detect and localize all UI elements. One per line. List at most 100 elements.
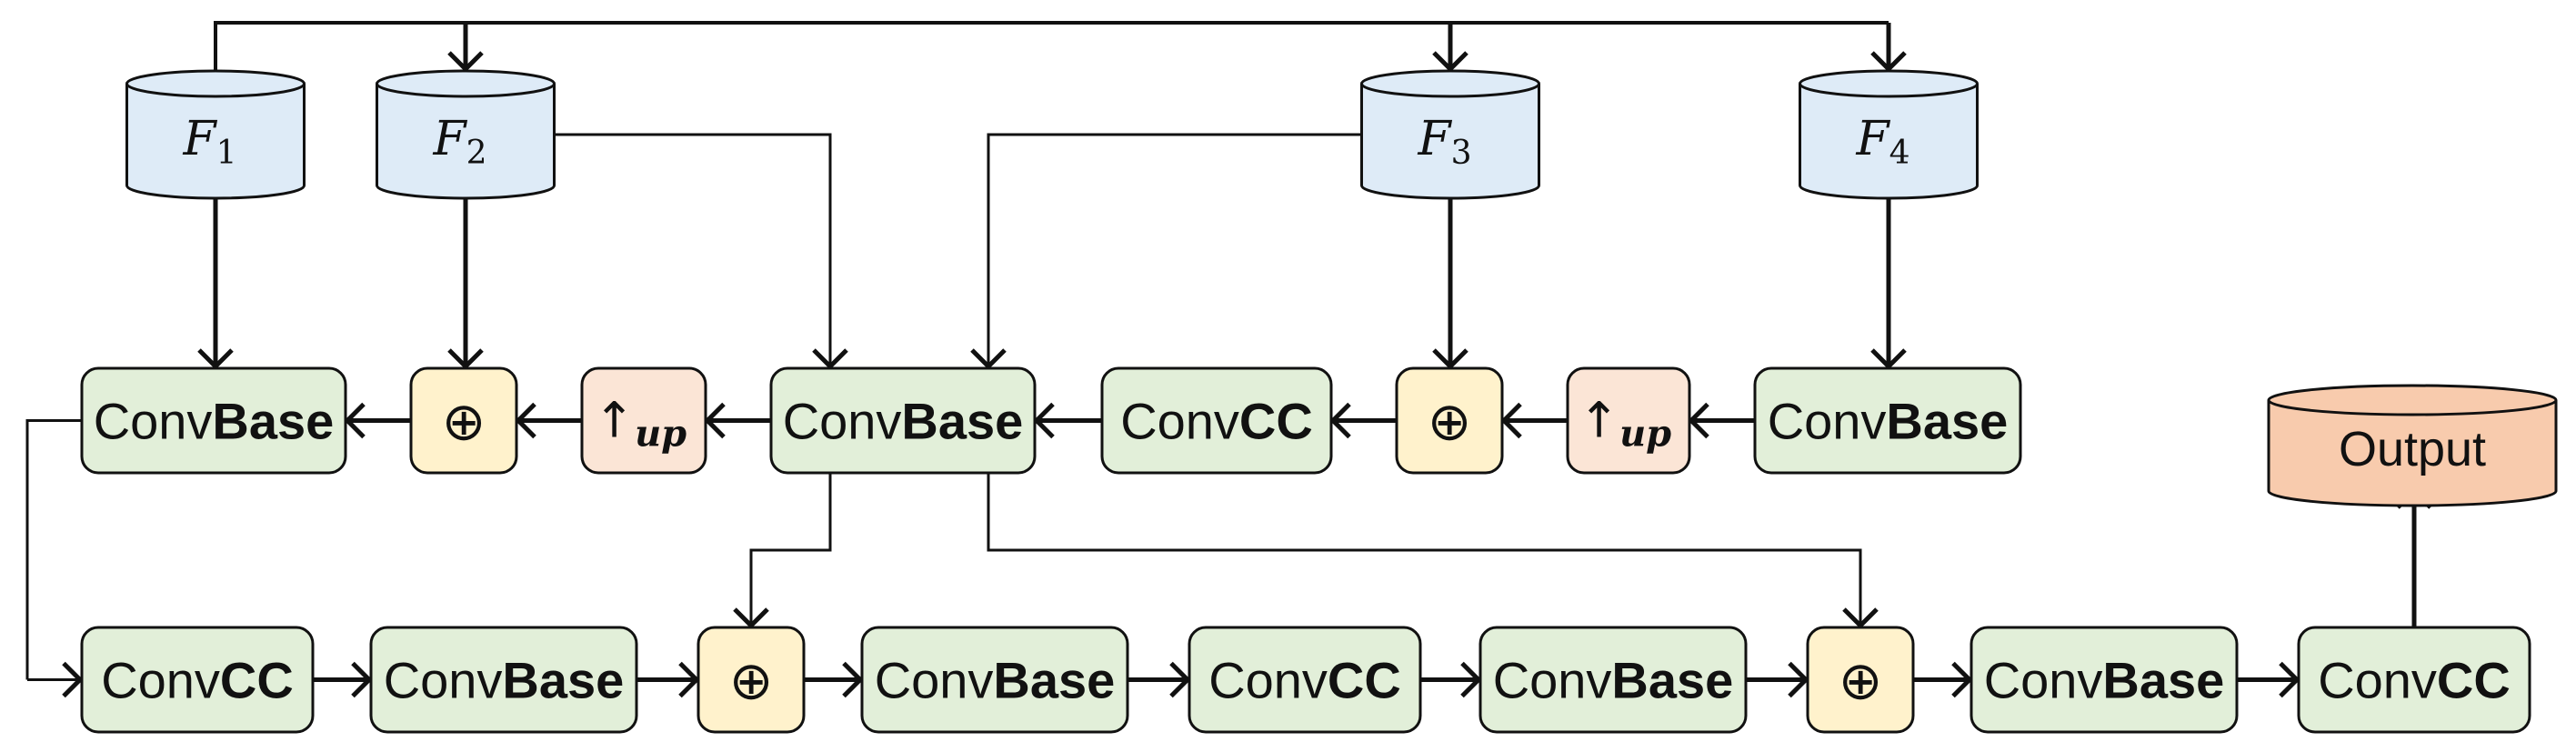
bottom-conv-base-7-label: ConvBase	[1984, 652, 2225, 709]
convbase-to-plus2-head	[1842, 607, 1879, 629]
feature-label: F1	[183, 112, 237, 172]
f2-to-plus-head	[447, 348, 484, 370]
up-subscript: up	[1619, 413, 1671, 456]
bottom-plus-6: ⊕	[1806, 626, 1915, 734]
top-conv-base-0-label: ConvBase	[94, 393, 335, 450]
top-flow-1-head	[344, 402, 366, 439]
conv-type: CC	[2437, 652, 2511, 709]
f2-to-convbase-mid	[554, 133, 832, 366]
bottom-conv-cc-4: ConvCC	[1188, 626, 1422, 734]
top-upsample-2-box	[580, 366, 707, 475]
output-node-top	[2267, 384, 2558, 416]
top-plus-5: ⊕	[1395, 366, 1504, 475]
upsample-label: ↑up	[1579, 392, 1671, 456]
f3-to-convbase-mid-head	[970, 348, 1007, 370]
conv-type: Base	[502, 652, 624, 709]
conv-prefix: Conv	[875, 652, 994, 709]
conv-prefix: Conv	[1493, 652, 1612, 709]
feature-f1-body	[125, 84, 306, 200]
feature-f2: F2	[376, 69, 556, 200]
top-flow-6-head	[1500, 402, 1522, 439]
feature-letter: F	[183, 112, 218, 166]
bottom-flow-5-head	[1788, 661, 1809, 698]
top-conv-base-3-label: ConvBase	[783, 393, 1024, 450]
bottom-conv-base-5-box	[1478, 626, 1748, 734]
feature-f3-body	[1360, 84, 1540, 200]
top-conv-base-3-box	[769, 366, 1037, 475]
top-conv-cc-4-label: ConvCC	[1120, 393, 1313, 450]
top-upsample-6: ↑up	[1566, 366, 1691, 475]
bottom-conv-base-1-box	[369, 626, 638, 734]
conv-type: Base	[901, 393, 1023, 450]
f1-to-convbase-head	[197, 348, 234, 370]
up-arrow-icon: ↑	[594, 392, 635, 449]
bottom-conv-base-1-label: ConvBase	[384, 652, 625, 709]
f3-to-plus-head	[1432, 348, 1468, 370]
bus-to-f2-head	[447, 51, 484, 73]
feature-subscript: 1	[216, 135, 237, 172]
top-conv-base-0: ConvBase	[80, 366, 347, 475]
bottom-flow-3-head	[1169, 661, 1191, 698]
plus-symbol: ⊕	[442, 391, 486, 453]
bottom-conv-base-5-label: ConvBase	[1493, 652, 1734, 709]
feature-label: F3	[1418, 112, 1472, 172]
conv-type: CC	[1239, 393, 1313, 450]
conv-prefix: Conv	[101, 652, 220, 709]
left-loop	[25, 419, 82, 680]
bottom-flow-1-head	[678, 661, 700, 698]
convbase-to-plus2	[987, 473, 1862, 626]
bottom-conv-base-3-label: ConvBase	[875, 652, 1116, 709]
up-subscript: up	[635, 413, 687, 456]
feature-f1: F1	[125, 69, 306, 200]
feature-f2-top	[376, 69, 556, 98]
top-flow-3-head	[704, 402, 726, 439]
bottom-flow-7-head	[2279, 661, 2300, 698]
f3-to-convbase-mid	[987, 133, 1362, 366]
bottom-conv-cc-8-box	[2297, 626, 2531, 734]
f4-to-convbase-head	[1870, 348, 1907, 370]
bottom-conv-base-1: ConvBase	[369, 626, 638, 734]
feature-subscript: 4	[1889, 135, 1910, 172]
output-label: Output	[2339, 422, 2486, 476]
left-loop-in-head	[62, 661, 84, 698]
conv-prefix: Conv	[384, 652, 503, 709]
conv-type: CC	[1328, 652, 1401, 709]
output-node-body	[2267, 400, 2558, 507]
up-arrow-icon: ↑	[1579, 392, 1619, 449]
top-upsample-2: ↑up	[580, 366, 707, 475]
top-conv-base-0-box	[80, 366, 347, 475]
feature-f2-body	[376, 84, 556, 200]
plus-symbol: ⊕	[1839, 650, 1883, 712]
conv-prefix: Conv	[1984, 652, 2103, 709]
f2-to-convbase-mid-head	[812, 348, 848, 370]
top-flow-7-head	[1688, 402, 1709, 439]
bus-to-f3-head	[1432, 51, 1468, 73]
conv-prefix: Conv	[1208, 652, 1328, 709]
conv-type: Base	[212, 393, 334, 450]
feature-f4: F4	[1799, 69, 1979, 200]
bottom-conv-base-7-box	[1970, 626, 2239, 734]
bottom-flow-4-head	[1460, 661, 1482, 698]
upsample-label: ↑up	[594, 392, 687, 456]
bottom-conv-base-7: ConvBase	[1970, 626, 2239, 734]
conv-type: Base	[1611, 652, 1733, 709]
feature-letter: F	[433, 112, 468, 166]
conv-prefix: Conv	[1120, 393, 1239, 450]
conv-prefix: Conv	[1768, 393, 1887, 450]
conv-prefix: Conv	[2318, 652, 2437, 709]
top-flow-2-head	[515, 402, 536, 439]
feature-f1-top	[125, 69, 306, 98]
top-plus-5-box	[1395, 366, 1504, 475]
bottom-conv-base-3-box	[860, 626, 1129, 734]
top-conv-base-3: ConvBase	[769, 366, 1037, 475]
top-conv-cc-4-box	[1100, 366, 1333, 475]
top-plus-1-box	[409, 366, 518, 475]
feature-label: F4	[1856, 112, 1910, 172]
feature-f4-body	[1799, 84, 1979, 200]
convbase-to-plus1	[749, 473, 832, 626]
feature-subscript: 3	[1451, 135, 1472, 172]
connections	[25, 21, 2432, 698]
output-node: Output	[2267, 384, 2558, 507]
